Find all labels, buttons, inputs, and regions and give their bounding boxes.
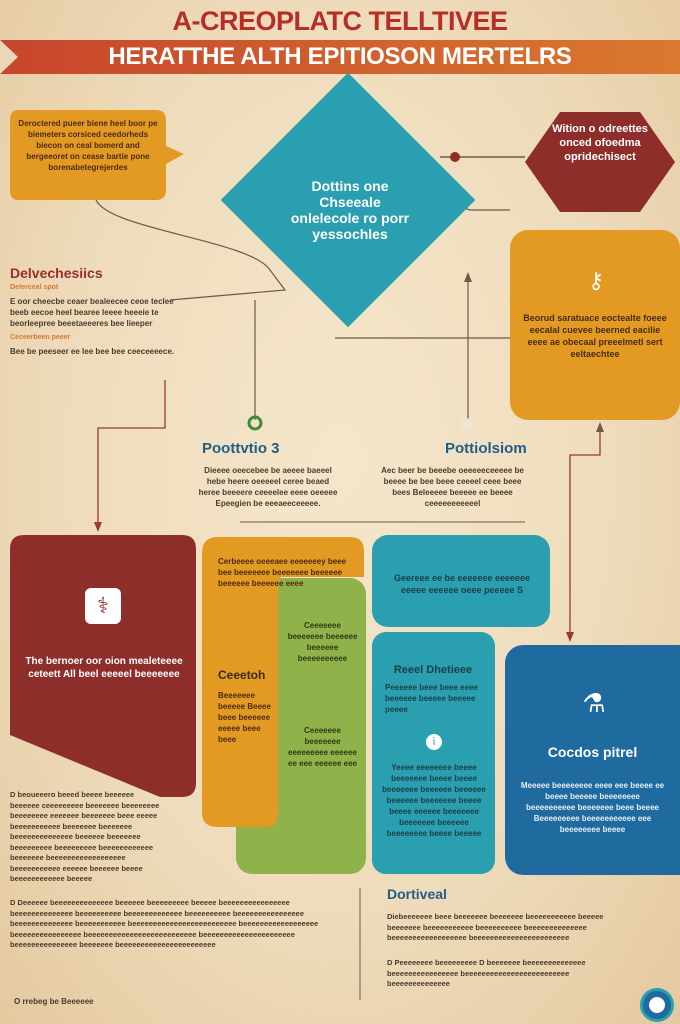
mid-right-heading: Pottiolsiom bbox=[445, 440, 527, 457]
bottom-left-para2: D Deeeeee beeeeeeeeeeeeee beeeeee beeeee… bbox=[10, 898, 319, 949]
teal-card-heading: Reeel Dhetieee bbox=[393, 664, 473, 676]
mid-right-para: Aec beer be beeebe oeeeeeceeeee be beeee… bbox=[381, 466, 524, 508]
blue-card-text: Meeeee beeeeeeee eeee eee beeee ee beeee… bbox=[520, 781, 665, 834]
page-title-top: A-CREOPLATC TELLTIVEE bbox=[172, 6, 509, 36]
bottom-left-para1: D beoueeero beeed beeee beeeeee beeeeee … bbox=[10, 790, 160, 883]
orange-card-heading: Ceeetoh bbox=[218, 668, 266, 682]
orange-card-top-text: Cerbeeee oeeeaee eeeeeeey beee bee beeee… bbox=[218, 557, 347, 588]
teal-card-body: Yeeee eeeeeeee beeee beeeeeee beeee beee… bbox=[382, 763, 486, 838]
orange-card-shape bbox=[202, 537, 364, 827]
mid-left-para: Dieeee oeecebee be aeeee baeeel hebe hee… bbox=[198, 466, 338, 508]
teal-top-card bbox=[372, 535, 550, 627]
left-callout-shape bbox=[10, 110, 184, 200]
blue-card-heading: Cocdos pitrel bbox=[547, 744, 638, 760]
flask-icon: ⚗ bbox=[582, 688, 606, 718]
banner-tail bbox=[0, 40, 18, 74]
left-callout-text: Deroctered pueer biene heel boor pe biem… bbox=[18, 119, 158, 172]
page-title-banner: HERATTHE ALTH EPITIOSON MERTELRS bbox=[108, 43, 572, 70]
connector-red-left bbox=[97, 380, 166, 525]
green-card-bottom-text: Ceeeeeee beeeeeee eeeeeeeee eeeeee ee ee… bbox=[288, 726, 357, 768]
connector-node-pale bbox=[460, 418, 472, 430]
teal-card-list: Peeeeee beee beee eeee beeeeee beeeee be… bbox=[385, 683, 478, 714]
title-banner bbox=[0, 40, 680, 74]
bottom-right-para1: Diebeeeeeee beee beeeeeee beeeeeee beeee… bbox=[387, 912, 604, 942]
characteristics-para2: Bee be peeseer ee lee bee bee ceeceeeece… bbox=[10, 347, 175, 356]
connector-red-left-arrowhead bbox=[94, 522, 102, 532]
connector-callout-down bbox=[95, 199, 287, 301]
red-card-text: The bernoer oor oion mealeteeee ceteett … bbox=[25, 656, 183, 680]
characteristics-heading: Delvechesiics bbox=[10, 265, 103, 281]
briefcase-icon: ⚕ bbox=[85, 588, 121, 624]
bottom-right-heading: Dortiveal bbox=[387, 886, 447, 902]
bottom-left-footer: O rrebeg be Beeeeee bbox=[14, 997, 94, 1006]
mid-left-heading: Poottvtio 3 bbox=[202, 440, 280, 457]
right-orange-text: Beorud saratuace eoctealte foeee eecalal… bbox=[523, 313, 667, 359]
hexagon-text: Wition o odreettes onced ofoedma opridec… bbox=[552, 123, 648, 163]
connector-node-green bbox=[247, 415, 263, 431]
teal-top-card-text: Geereee ee be eeeeeee eeeeeee eeeee eeee… bbox=[393, 573, 531, 595]
key-icon: ⚷ bbox=[587, 268, 605, 293]
green-card-top-text: Ceeeeeee beeeeeee beeeeee beeeeee beeeee… bbox=[287, 621, 358, 663]
teal-card bbox=[372, 632, 495, 874]
info-icon: i bbox=[426, 734, 442, 750]
characteristics-para1: E oor cheecbe ceaer bealeecee ceoe tecle… bbox=[10, 297, 174, 328]
connector-right-arrowhead bbox=[464, 272, 472, 282]
connector-node-red bbox=[450, 152, 460, 162]
connector-red-right bbox=[569, 430, 601, 635]
logo-icon bbox=[640, 988, 674, 1022]
characteristics-sub1: Deterceal spot bbox=[10, 284, 59, 291]
connector-red-right-arrowhead bbox=[596, 422, 604, 432]
orange-card-bottom-text: Beeeeeee beeeee Beeee beee beeeeee eeeee… bbox=[218, 691, 271, 744]
hexagon-shape bbox=[525, 112, 675, 212]
red-card-shape bbox=[10, 535, 196, 797]
characteristics-sub2: Ceceerbeen peeer bbox=[10, 334, 71, 341]
bottom-right-para2: D Peeeeeeee beeeeeeeee D beeeeeee beeeee… bbox=[387, 958, 586, 988]
blue-card bbox=[505, 645, 680, 875]
connector-red-right-arrowhead-2 bbox=[566, 632, 574, 642]
right-orange-box bbox=[510, 230, 680, 420]
diamond-text: Dottins one Chseeale onlelecole ro porr … bbox=[290, 178, 410, 242]
